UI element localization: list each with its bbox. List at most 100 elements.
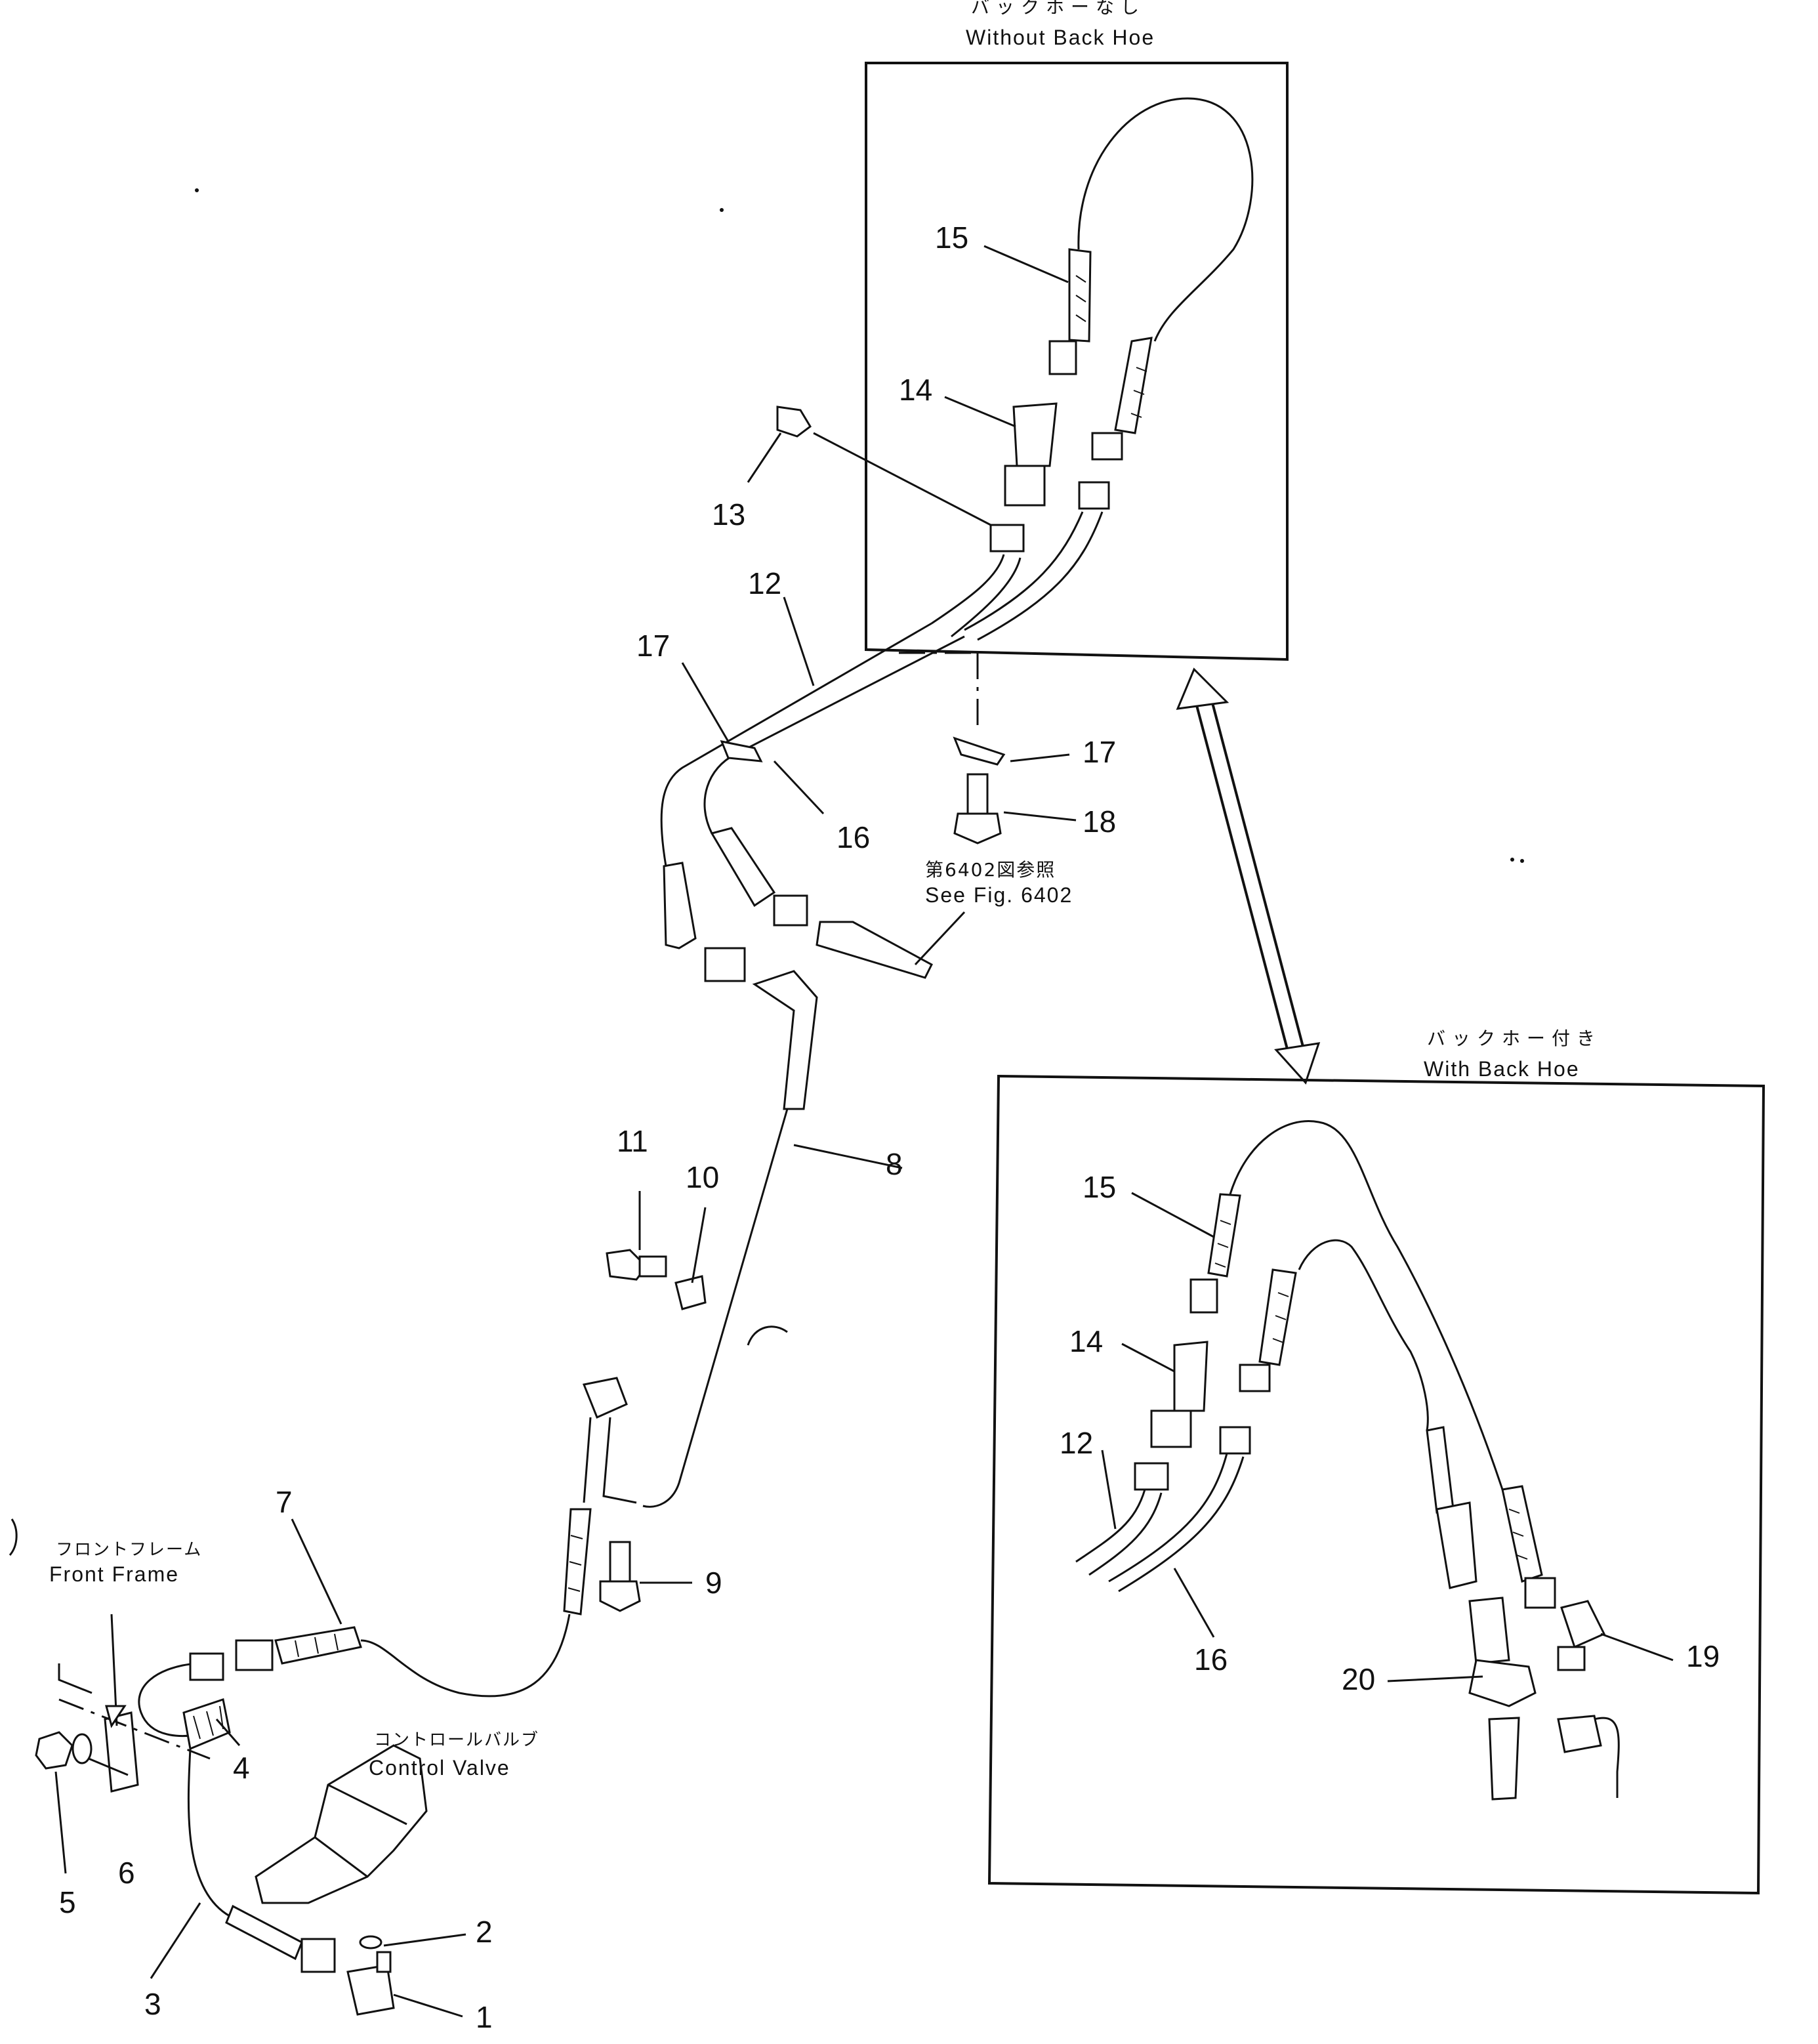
bolt-18-shank (966, 773, 989, 815)
fitting-16-bh (1219, 1426, 1251, 1455)
tube-16 (703, 635, 965, 834)
part-number-11: 11 (617, 1124, 648, 1158)
hose-7-nut (235, 1639, 274, 1671)
scan-specks (9, 188, 1524, 1556)
part-number-16-bh: 16 (1194, 1642, 1228, 1677)
hose-loop-inner (1298, 1239, 1429, 1431)
hose-7-upper (563, 1508, 592, 1616)
tube-3-nut (300, 1938, 336, 1973)
nut-5 (35, 1731, 73, 1770)
part-number-14: 14 (899, 373, 932, 407)
hose-to-19 (1501, 1485, 1543, 1583)
main-piping (35, 406, 1006, 2016)
bracket-upper (582, 1377, 628, 1419)
part-number-8: 8 (886, 1147, 903, 1181)
panel-switch-arrow (1176, 667, 1321, 1085)
front-frame-en: Front Frame (49, 1562, 179, 1586)
hose-right-bh (1258, 1268, 1297, 1366)
fitting-tube-12 (989, 524, 1025, 553)
tube-below-19 (1594, 1717, 1620, 1798)
coupler-14 (1012, 402, 1058, 467)
control-valve-jp: コントロールバルブ (374, 1730, 539, 1750)
bolt-9-head (599, 1580, 641, 1612)
part-number-15: 15 (935, 220, 968, 255)
part-number-4: 4 (233, 1751, 250, 1785)
part-number-5: 5 (59, 1885, 76, 1919)
loop-hose (1077, 97, 1254, 342)
elbow-19 (1560, 1600, 1606, 1649)
front-frame-line (58, 1698, 211, 1760)
bolt-9-shank (609, 1541, 631, 1583)
panel-frame-with-back-hoe (987, 1074, 1766, 1895)
part-number-16: 16 (837, 820, 870, 854)
hose-right (1114, 337, 1153, 434)
part-numbers: 15 14 13 12 17 16 17 18 8 11 10 9 7 4 5 … (59, 220, 1720, 2034)
hose-loop-outer (1229, 1120, 1504, 1490)
clamp-10 (674, 1275, 707, 1310)
front-frame-jp: フロントフレーム (56, 1540, 202, 1560)
caption-without-back-hoe-jp: バックホーなし (971, 0, 1146, 18)
panel-with-back-hoe: バックホー付き With Back Hoe (987, 1028, 1766, 1895)
hose-15-bh (1207, 1193, 1241, 1278)
hose-7 (360, 1614, 571, 1698)
clamp-17 (720, 740, 763, 762)
control-valve-en: Control Valve (369, 1756, 510, 1780)
caption-with-back-hoe-en: With Back Hoe (1424, 1057, 1580, 1081)
see-fig-jp: 第6402図参照 (925, 859, 1056, 881)
tube-16-upper (964, 511, 1104, 641)
bolt-18-head (953, 812, 1002, 845)
plug-13 (776, 406, 812, 438)
hose-right-nut (1091, 432, 1123, 461)
caption-with-back-hoe-jp: バックホー付き (1427, 1028, 1601, 1049)
hose-to-19-nut (1524, 1577, 1556, 1609)
union-nut-b (773, 894, 808, 927)
tube-3-fitting (225, 1904, 303, 1961)
part-number-2: 2 (476, 1915, 493, 1949)
hose-4 (182, 1698, 231, 1751)
hose-15-bh-end (1189, 1278, 1218, 1314)
part-number-17: 17 (636, 629, 670, 663)
reference-labels: 第6402図参照 See Fig. 6402 フロントフレーム Front Fr… (49, 859, 1073, 1780)
tube-12-upper (931, 554, 1022, 638)
see-fig-en: See Fig. 6402 (925, 883, 1073, 907)
tube-below-20 (1488, 1717, 1520, 1801)
quick-coupler-20 (1468, 1596, 1510, 1665)
tube-12-end (663, 862, 697, 949)
leader-line-13-fitting (813, 432, 991, 526)
part-number-15-bh: 15 (1083, 1170, 1116, 1204)
hose-to-20-fitting (1436, 1501, 1477, 1589)
tube-12 (660, 622, 932, 867)
part-number-14-bh: 14 (1069, 1324, 1103, 1358)
tube-12-bh (1075, 1489, 1163, 1576)
leader-see-fig (914, 911, 966, 966)
caption-without-back-hoe-en: Without Back Hoe (966, 26, 1155, 49)
tube-3 (187, 1748, 230, 1917)
elbow-tube-8 (752, 970, 818, 1110)
union-nut-a (704, 947, 746, 982)
o-ring-2 (359, 1935, 382, 1950)
part-number-7: 7 (276, 1485, 293, 1519)
clamp-17-panel (953, 736, 1006, 766)
tube-8 (642, 1108, 789, 1508)
tube-16-bh (1108, 1453, 1245, 1593)
hose-to-20 (1426, 1426, 1455, 1514)
part-number-20: 20 (1342, 1662, 1375, 1696)
front-frame-edge (58, 1663, 93, 1694)
hose-7-fitting (274, 1626, 362, 1665)
part-number-10: 10 (686, 1160, 719, 1194)
adapter-1 (346, 1964, 395, 2016)
part-number-12: 12 (748, 566, 781, 600)
part-number-18: 18 (1083, 804, 1116, 839)
quick-coupler-20-base (1468, 1659, 1537, 1707)
hose-15 (1068, 248, 1092, 343)
part-number-9: 9 (705, 1566, 722, 1600)
coupler-14-nut (1004, 465, 1046, 507)
part-number-19: 19 (1686, 1639, 1720, 1673)
leader-lines (54, 245, 1674, 2018)
control-valve (255, 1744, 428, 1904)
fitting-tube-16 (1078, 481, 1110, 510)
arc-mark (747, 1325, 788, 1346)
part-number-6: 6 (118, 1856, 135, 1890)
tube-8-lower (602, 1417, 637, 1504)
